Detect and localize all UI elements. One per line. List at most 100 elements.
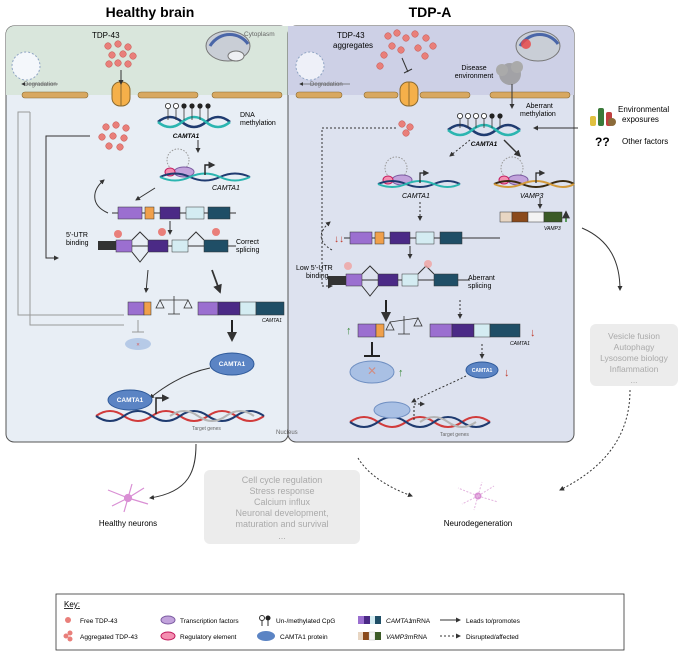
- env-exposures-label-2: exposures: [622, 115, 659, 124]
- camta1-bar-label-right: CAMTA1: [510, 341, 530, 347]
- utr-binding-label-2: binding: [66, 240, 89, 247]
- disease-environment-cloud: [496, 61, 523, 85]
- balance-scale-right: [385, 316, 423, 335]
- aggregates-label-1: TDP-43: [337, 31, 365, 40]
- camta1-function-2: Calcium influx: [254, 497, 311, 507]
- vamp3-effect-3: Inflammation: [610, 364, 659, 374]
- camta1-function-5: ...: [278, 531, 286, 541]
- key-camta1-mrna-icon: [358, 616, 381, 624]
- disease-environment-label-1: Disease: [461, 65, 486, 72]
- nuclear-membrane-left: [21, 91, 283, 99]
- full-isoform-left: [197, 301, 285, 316]
- vamp3-effect-1: Autophagy: [614, 342, 655, 352]
- key-vamp3-mrna-icon: [358, 631, 381, 641]
- short-isoform-right: [357, 323, 385, 338]
- aberrant-splicing-label-1: Aberrant: [468, 275, 495, 282]
- low-utr-binding-label-2: binding: [306, 273, 329, 280]
- camta1-function-0: Cell cycle regulation: [242, 475, 323, 485]
- dna-methylation-label-2: methylation: [240, 120, 276, 127]
- low-utr-binding-label-1: Low 5'-UTR: [296, 265, 333, 272]
- camta1-protein-dna-label-left: CAMTA1: [117, 397, 144, 404]
- key-camta1-mrna-name: CAMTA1: [386, 618, 412, 625]
- camta1-mrna-label-left: CAMTA1: [212, 185, 240, 192]
- left-cell-panel: [5, 25, 289, 443]
- key-tf-icon: [160, 615, 176, 625]
- pre-mrna-right: [344, 231, 500, 245]
- cytoplasm-label: Cytoplasm: [244, 31, 275, 38]
- header-tdp-a: TDP-A: [409, 4, 452, 20]
- aberrant-methylation-label-1: Aberrant: [526, 103, 553, 110]
- vamp3-effect-2: Lysosome biology: [600, 353, 668, 363]
- full-isoform-right: [429, 323, 521, 338]
- camta1-protein-label-left: CAMTA1: [219, 361, 246, 368]
- key-vamp3-mrna-suffix: mRNA: [408, 634, 428, 641]
- key-camta1-mrna-suffix: mRNA: [411, 618, 431, 625]
- degradation-label-right: Degradation: [310, 82, 343, 88]
- camta1-functions-box: [204, 470, 360, 544]
- target-genes-dna-left: [95, 410, 265, 422]
- key-tf: Transcription factors: [180, 618, 239, 625]
- key-protein: CAMTA1 protein: [280, 634, 328, 641]
- proteasome-right: [295, 51, 325, 81]
- transcription-complex-right-vamp3: [493, 156, 575, 188]
- pre-mrna-down-arrows: ↓↓: [334, 234, 344, 245]
- nuclear-pore-left: [111, 81, 131, 107]
- key-free-tdp-icon: [65, 617, 71, 623]
- utr-binding-label-1: 5'-UTR: [66, 232, 88, 239]
- correct-splicing-label-1: Correct: [236, 239, 259, 246]
- key-cpg: Un-/methylated CpG: [276, 618, 335, 625]
- vamp3-effects-box: [590, 324, 678, 386]
- camta1-bar-label-left: CAMTA1: [262, 318, 282, 324]
- key-agg-tdp-icon: [63, 630, 73, 642]
- camta1-protein-bound-left: [107, 389, 153, 411]
- vamp3-mrna-bar: [499, 211, 563, 223]
- nuclear-pore-right: [399, 81, 419, 107]
- brain-icon-left: [205, 30, 251, 62]
- camta1-gene-label-right: CAMTA1: [471, 141, 498, 148]
- splicing-right: [328, 260, 470, 297]
- vamp3-effect-4: ...: [630, 375, 637, 385]
- disease-environment-label-2: environment: [455, 73, 494, 80]
- target-genes-label-right: Target genes: [440, 432, 469, 438]
- key-free-tdp: Free TDP-43: [80, 618, 118, 625]
- aggregates-label-2: aggregates: [333, 41, 373, 50]
- vamp3-effect-0: Vesicle fusion: [608, 331, 660, 341]
- degraded-protein-right: [349, 360, 395, 384]
- transcription-complex-left: [159, 148, 251, 182]
- target-genes-dna-right: [349, 416, 491, 428]
- key-protein-icon: [257, 631, 275, 641]
- nuclear-membrane-right: [295, 91, 571, 99]
- correct-splicing-label-2: splicing: [236, 247, 259, 254]
- feedback-lines-left: [17, 111, 124, 326]
- key-reg: Regulatory element: [180, 634, 237, 641]
- free-tdp43-cluster-top: [104, 40, 137, 68]
- degraded-protein-left: [125, 338, 151, 350]
- healthy-neuron-icon: [107, 483, 149, 513]
- camta1-protein-bound-right: [373, 401, 411, 419]
- camta1-protein-label-right: CAMTA1: [472, 368, 493, 374]
- degraded-protein-up-arrow: ↑: [398, 367, 404, 379]
- camta1-protein-left: [209, 352, 255, 376]
- environmental-exposure-icon: [590, 108, 616, 126]
- key-cpg-icon: [259, 615, 271, 626]
- key-box: [55, 593, 625, 651]
- pre-mrna-left: [112, 206, 236, 220]
- env-exposures-label-1: Environmental: [618, 105, 669, 114]
- header-healthy-brain: Healthy brain: [106, 4, 195, 20]
- key-vamp3-mrna-name: VAMP3: [386, 634, 408, 641]
- feedback-lines-right: [321, 127, 396, 289]
- splicing-left: [98, 228, 236, 263]
- camta1-gene-label-left: CAMTA1: [173, 133, 200, 140]
- target-genes-label-left: Target genes: [192, 426, 221, 432]
- full-isoform-down-arrow: ↓: [530, 327, 536, 339]
- neurodegeneration-label: Neurodegeneration: [444, 519, 513, 528]
- aberrant-methylation-label-2: methylation: [520, 111, 556, 118]
- degradation-label-left: Degradation: [24, 82, 57, 88]
- key-leads: Leads to/promotes: [466, 618, 521, 625]
- key-reg-icon: [160, 631, 176, 641]
- camta1-protein-right: [465, 361, 499, 379]
- free-tdp43-few-right: [398, 120, 414, 137]
- degraded-protein-x-right: ✕: [367, 364, 377, 378]
- camta1-gene-dna-left: [157, 103, 231, 129]
